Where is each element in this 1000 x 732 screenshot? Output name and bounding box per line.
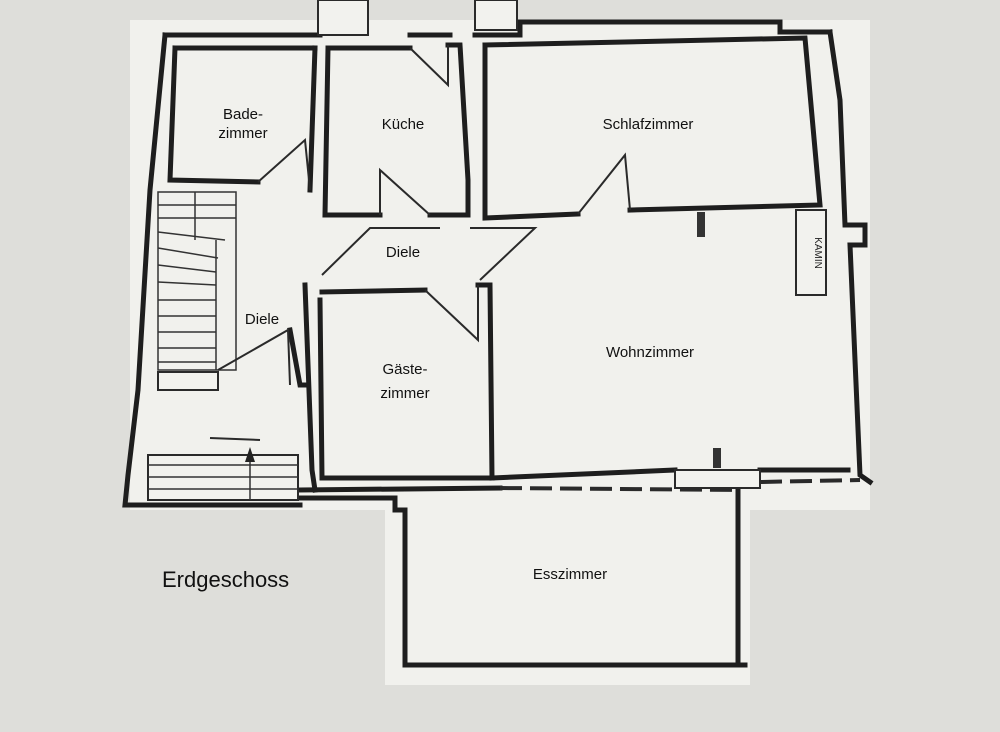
entrance-steps (148, 437, 298, 500)
wall-fixtures (697, 212, 721, 468)
room-labels: Bade- zimmer Küche Schlafzimmer Diele Di… (218, 106, 694, 583)
room-label-diele-left: Diele (245, 311, 279, 328)
room-label-gaestezimmer-line2: zimmer (380, 385, 429, 402)
room-label-schlafzimmer: Schlafzimmer (603, 116, 694, 133)
kamin-fixture: KAMIN (795, 209, 827, 296)
room-label-esszimmer: Esszimmer (533, 566, 607, 583)
outer-walls (122, 19, 874, 668)
floor-title: Erdgeschoss (162, 567, 289, 592)
room-label-gaestezimmer-line1: Gäste- (382, 361, 427, 378)
paper-sheet (130, 20, 870, 510)
room-label-wohnzimmer: Wohnzimmer (606, 344, 694, 361)
room-label-diele-center: Diele (386, 244, 420, 261)
room-label-kueche: Küche (382, 116, 425, 133)
door-swings (217, 45, 631, 386)
room-label-badezimmer-line1: Bade- (223, 106, 263, 123)
paper-sheet-extension (385, 485, 750, 685)
room-label-badezimmer-line2: zimmer (218, 125, 267, 142)
staircase (157, 191, 237, 371)
interior-walls (167, 35, 861, 493)
kamin-label: KAMIN (812, 237, 823, 269)
